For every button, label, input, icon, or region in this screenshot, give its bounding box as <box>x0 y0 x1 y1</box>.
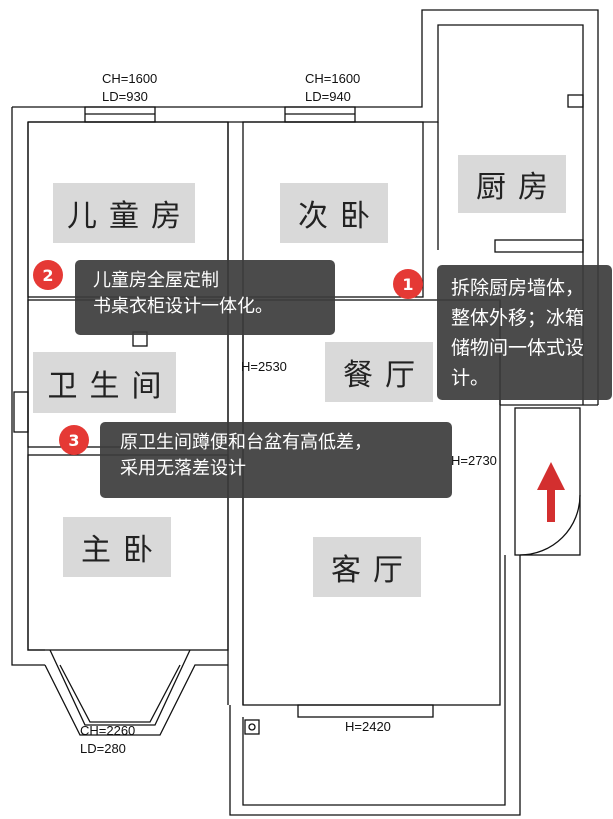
door-swing <box>519 494 581 556</box>
dim-ch: CH=1600 <box>305 71 361 86</box>
marker-3: 3 <box>59 425 89 455</box>
callout-1: 拆除厨房墙体，整体外移；冰箱储物间一体式设计。 <box>437 265 612 400</box>
room-label-living-room: 客厅 <box>313 537 421 597</box>
entry-door-frame <box>514 407 581 556</box>
height-2730: H=2730 <box>451 453 497 468</box>
dim-ch: CH=2260 <box>80 723 136 738</box>
entry-arrow-icon <box>537 462 565 522</box>
bathroom-window <box>13 391 29 433</box>
room-label-kids-room: 儿童房 <box>53 183 195 243</box>
callout-text: 儿童房全屋定制 <box>93 270 219 291</box>
marker-1: 1 <box>393 269 423 299</box>
marker-2: 2 <box>33 260 63 290</box>
outer-wall <box>11 107 45 666</box>
room-label-bathroom: 卫生间 <box>33 352 176 413</box>
master-window-dimension: CH=2260 LD=280 <box>80 722 135 758</box>
room-label-dining: 餐厅 <box>325 342 433 402</box>
second-window-dimension: CH=1600 LD=940 <box>305 70 360 106</box>
callout-text: 原卫生间蹲便和台盆有高低差， <box>120 432 372 453</box>
room-label-master-bedroom: 主卧 <box>63 517 171 577</box>
callout-text: 采用无落差设计 <box>120 458 246 479</box>
dim-ld: LD=930 <box>102 89 148 104</box>
room-label-second-bedroom: 次卧 <box>280 183 388 243</box>
kids-window-dimension: CH=1600 LD=930 <box>102 70 157 106</box>
dim-ch: CH=1600 <box>102 71 158 86</box>
height-2530: H=2530 <box>241 359 287 374</box>
balcony-wall <box>229 555 521 816</box>
room-label-kitchen: 厨房 <box>458 155 566 213</box>
callout-3: 原卫生间蹲便和台盆有高低差， 采用无落差设计 <box>100 422 452 498</box>
bay-window <box>44 664 228 736</box>
dim-ld: LD=280 <box>80 741 126 756</box>
height-2420: H=2420 <box>345 719 391 734</box>
callout-text: 书桌衣柜设计一体化。 <box>93 296 273 317</box>
kitchen-inner <box>494 239 584 253</box>
dim-ld: LD=940 <box>305 89 351 104</box>
callout-2: 儿童房全屋定制 书桌衣柜设计一体化。 <box>75 260 335 335</box>
